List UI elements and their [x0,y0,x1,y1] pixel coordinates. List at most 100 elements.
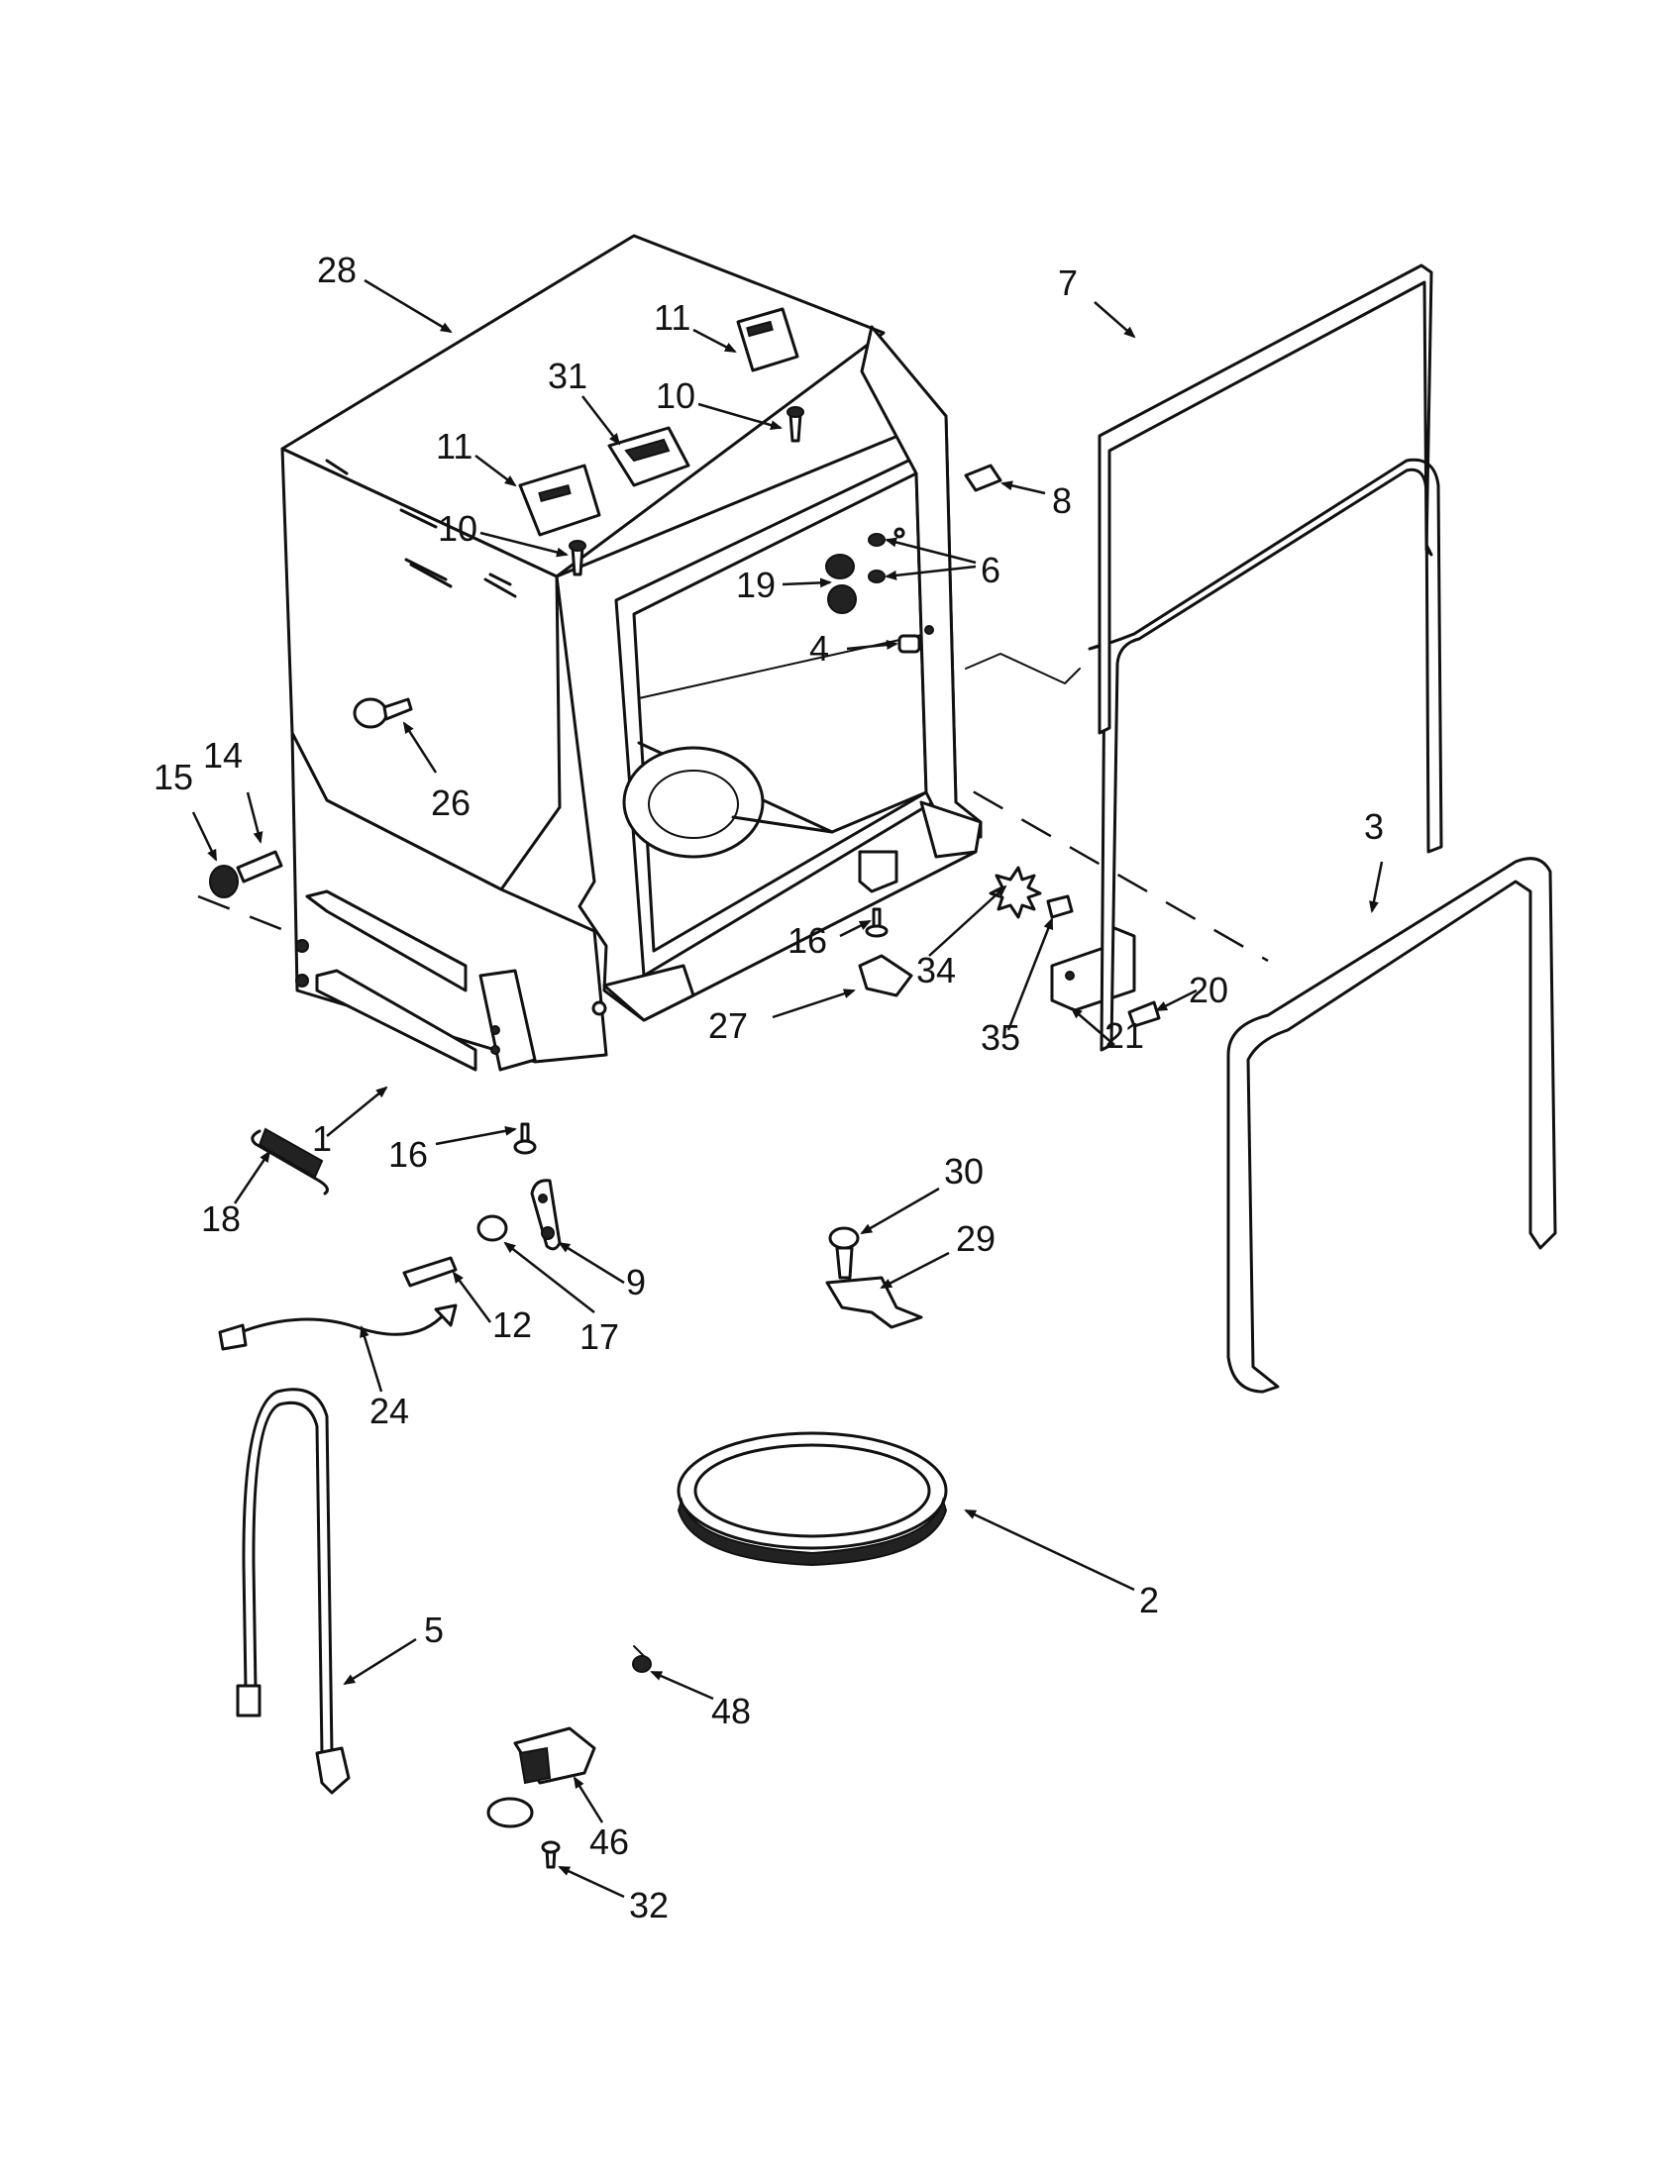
callout-15: 15 [154,757,193,797]
callout-30: 30 [944,1151,984,1192]
callout-9: 9 [626,1262,646,1302]
valve-46-body [518,1746,552,1785]
screw-head [569,540,586,552]
callout-17: 17 [579,1316,619,1357]
leader-34 [928,884,1007,957]
bracket-9-hole [541,1226,555,1240]
part-4 [897,634,921,654]
callout-31: 31 [548,356,587,396]
base-bracket-hole [490,1025,500,1035]
leader-17 [503,1241,595,1313]
tub-vent [404,558,448,581]
seal-ring-2-inner [693,1443,931,1538]
callout-48: 48 [711,1691,751,1731]
alignment-line-3 [732,652,1269,963]
spring-18 [251,1129,329,1196]
callout-24: 24 [369,1391,409,1431]
leader-19 [782,577,832,588]
leader-11-left [474,455,517,487]
tub-spray-arm [731,815,834,834]
callout-2: 2 [1139,1580,1159,1620]
leader-10-right [697,402,783,431]
callout-16-lower: 16 [388,1134,428,1175]
hose-5-inner [252,1401,324,1755]
door-gasket-7 [1098,263,1433,735]
screw-32-head [541,1840,561,1854]
hose-5 [242,1388,334,1755]
leader-46 [573,1776,604,1823]
tub-vent [409,563,453,588]
wire-24-terminal [218,1323,248,1351]
tub-sump [622,746,765,859]
leg-16-lower-foot [513,1139,537,1155]
leader-12 [452,1271,492,1323]
seal-ring-2-teeth [677,1497,948,1567]
alignment-line-7 [965,653,1081,684]
leg-16-upper-foot [865,924,889,938]
leader-14 [246,791,263,844]
button-26 [353,697,388,729]
callout-7: 7 [1058,262,1078,303]
tub-vent [488,572,512,586]
callout-29: 29 [956,1218,996,1259]
leader-9 [558,1241,625,1285]
screw-20 [1127,1000,1161,1028]
leader-48 [650,1670,714,1701]
leader-26 [402,721,438,774]
hose-5-end [236,1684,262,1717]
leader-10-left [479,531,569,558]
tub-assembly [280,234,983,1072]
leader-2 [964,1508,1135,1592]
callout-28: 28 [317,250,357,290]
callout-10-right: 10 [656,375,695,416]
callout-5: 5 [424,1610,444,1650]
callout-12: 12 [492,1304,532,1345]
hinge-bracket-right [736,307,799,372]
seal-ring-2 [677,1431,948,1550]
base-frame-hole [295,939,309,953]
callout-16-upper: 16 [788,920,827,961]
base-bracket [478,969,537,1072]
leader-6-a [885,537,977,565]
callout-35: 35 [981,1017,1020,1058]
wire-24-terminal [434,1303,458,1327]
base-frame-hole [295,974,309,988]
spring-18-coil [258,1127,324,1179]
base-frame-rail-lower [315,969,477,1072]
bracket-9-hole [538,1194,548,1203]
callout-4: 4 [809,628,829,669]
leader-27 [772,988,856,1019]
bracket-21 [1050,924,1136,1012]
screw-35 [1046,894,1074,919]
leader-35 [1006,917,1054,1031]
callout-46: 46 [589,1821,629,1862]
leader-18 [233,1150,271,1204]
callout-26: 26 [431,782,471,823]
tub-base-left [290,731,608,1064]
callout-1: 1 [312,1118,332,1159]
nut-34 [989,866,1042,919]
tub-mount-bracket [858,850,898,893]
callout-11-right: 11 [654,297,690,338]
washer-6 [868,570,886,583]
callout-8: 8 [1052,480,1072,521]
callout-14: 14 [203,735,243,776]
leader-16-lower [435,1125,517,1146]
leader-16-upper [839,919,872,938]
fitting-48-lead [633,1645,645,1657]
button-26-shaft [382,697,413,721]
leader-20 [1155,988,1198,1012]
screw-12 [402,1256,458,1288]
leader-24 [360,1325,383,1393]
leader-32 [558,1865,625,1899]
leader-3 [1369,861,1384,913]
washer-small [893,527,905,539]
leader-1 [326,1086,388,1137]
screw-10-right [788,412,802,443]
leveler-15 [209,865,239,898]
tub-front-foot [602,964,695,1022]
leader-15 [191,811,218,862]
screw-head [787,406,804,418]
leader-arrows [191,278,1384,1899]
